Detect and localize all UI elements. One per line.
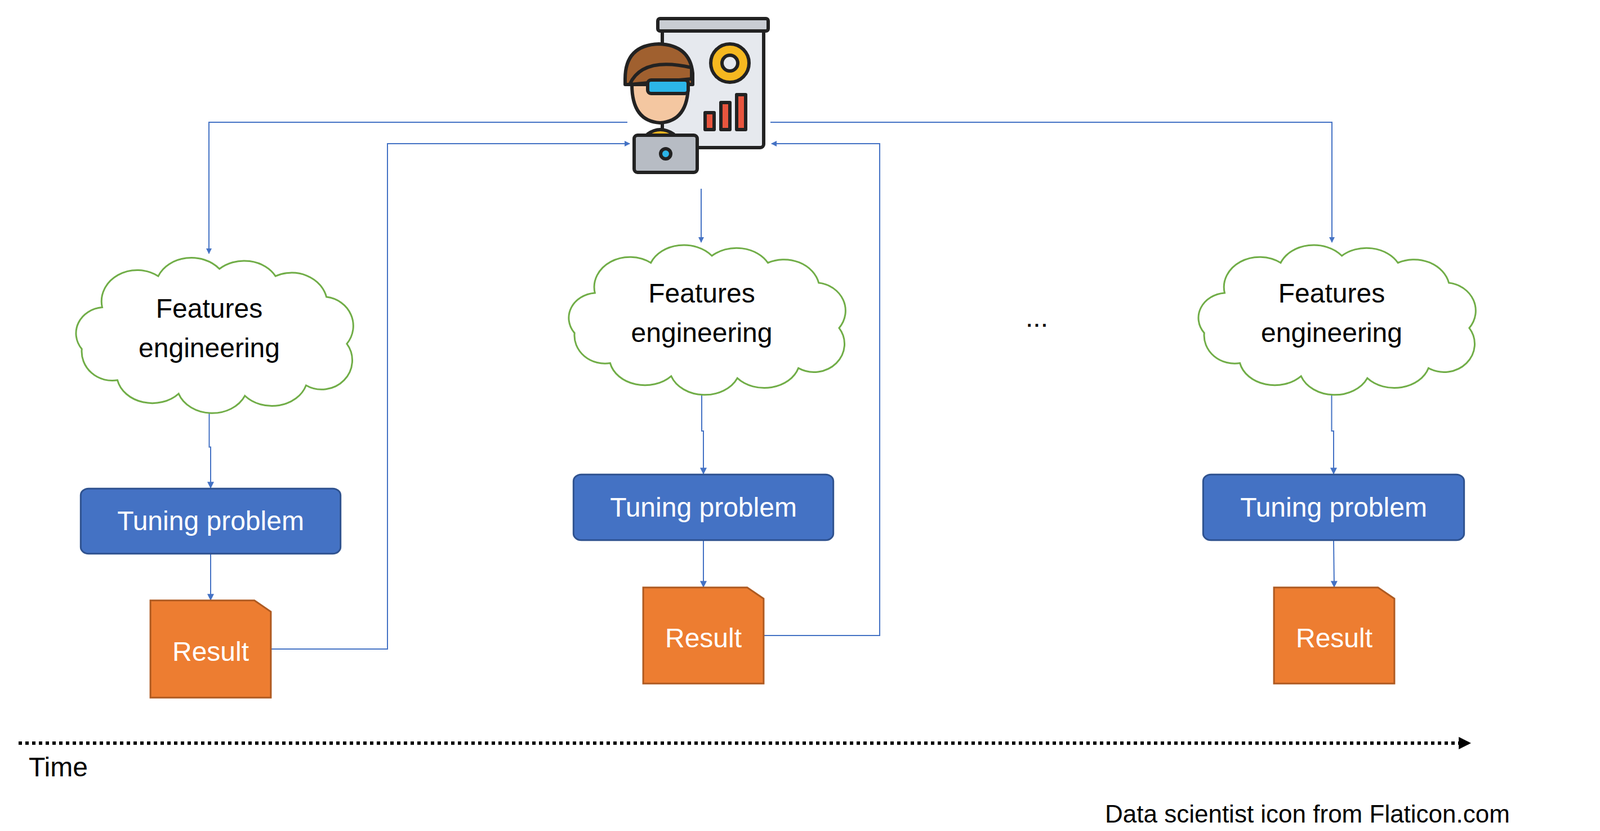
node-text: Result [665, 618, 742, 658]
node-text: Tuning problem [117, 501, 305, 541]
cloud-outline [56, 250, 363, 407]
time-axis [18, 742, 1470, 744]
axis-label: Time [28, 751, 88, 783]
flow-arrow [1333, 540, 1335, 587]
ellipsis: ... [1025, 301, 1049, 333]
document-box: Result [1273, 586, 1396, 684]
node-text: Features engineering [1239, 273, 1425, 352]
process-box: Tuning problem [572, 473, 835, 541]
flow-arrow [702, 540, 704, 587]
node-text: Result [1295, 618, 1373, 658]
node-text: Features engineering [116, 288, 303, 368]
flow-arrow [1331, 388, 1335, 474]
cloud-outline [549, 237, 855, 389]
flow-arrow [701, 388, 704, 474]
data-scientist-icon [625, 18, 769, 173]
cloud-node: Features engineering [1178, 237, 1485, 389]
document-box: Result [149, 599, 272, 698]
node-text: Tuning problem [609, 487, 797, 528]
cloud-outline [1178, 237, 1485, 389]
cloud-node: Features engineering [549, 237, 855, 389]
node-text: Tuning problem [1240, 487, 1428, 528]
process-box: Tuning problem [1201, 473, 1466, 541]
credit-note: Data scientist icon from Flaticon.com [1104, 799, 1510, 828]
document-box: Result [642, 586, 765, 684]
node-text: Features engineering [608, 273, 795, 352]
flow-arrow [210, 554, 212, 600]
cloud-node: Features engineering [56, 250, 363, 407]
process-box: Tuning problem [79, 487, 342, 555]
feedback-lines [208, 122, 1332, 649]
flow-arrow [209, 406, 212, 488]
node-text: Result [172, 631, 249, 672]
